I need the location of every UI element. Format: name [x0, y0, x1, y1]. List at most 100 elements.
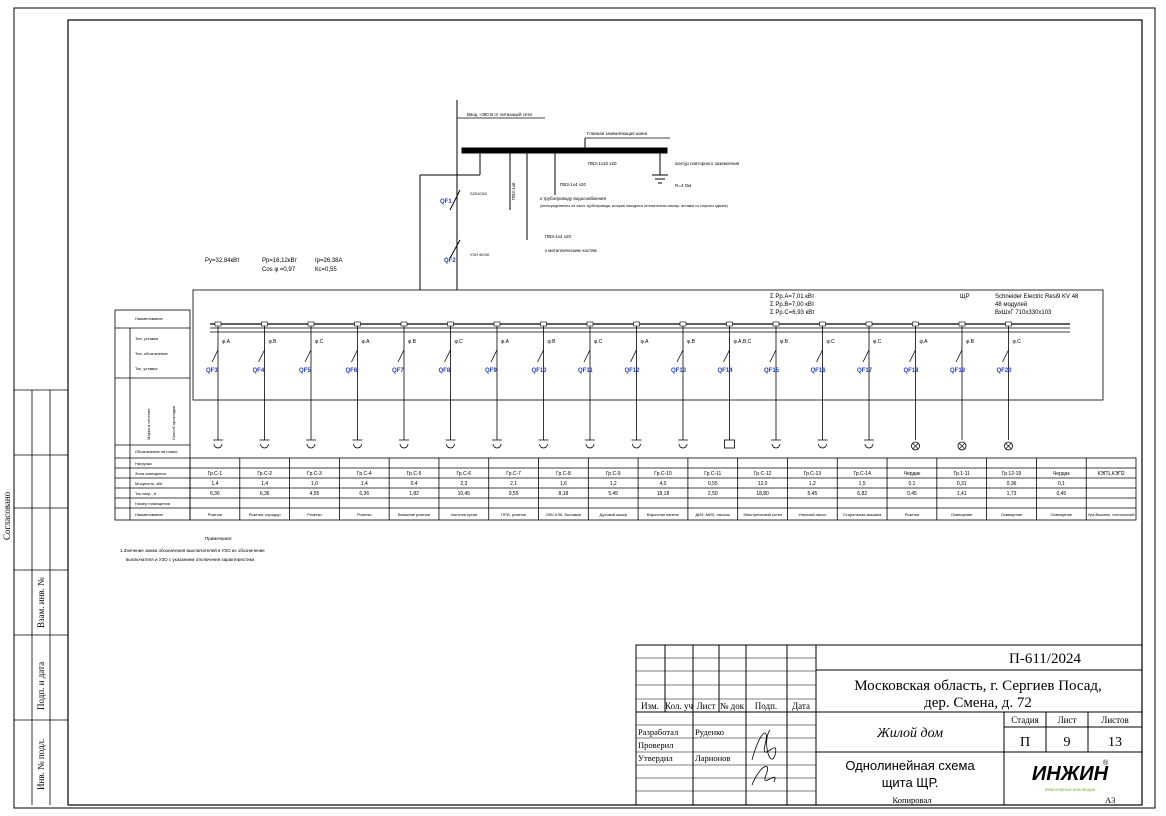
phase-label: φ.B	[966, 339, 975, 345]
table-cell: Гр.С-13	[804, 471, 822, 477]
phase-label: φ.B	[269, 339, 278, 345]
col-kol: Кол. уч	[665, 701, 693, 711]
table-cell: 0,36	[1007, 481, 1017, 487]
row-header-method: Способ прокладки	[171, 406, 176, 440]
table-cell: 1,2	[610, 481, 617, 487]
table-cell: 2,1	[510, 481, 517, 487]
breaker-symbol	[816, 349, 823, 363]
qf-label: QF9	[485, 368, 497, 374]
table-cell: 10,45	[458, 491, 471, 497]
sheets-value: 13	[1108, 735, 1122, 750]
socket-symbol	[585, 439, 595, 449]
table-cell: 6,36	[210, 491, 220, 497]
phase-label: φ.A	[501, 339, 510, 345]
table-cell: Освещение	[1051, 512, 1073, 517]
table-cell: Варочная панель	[647, 512, 679, 517]
table-cell: Розетки	[208, 512, 222, 517]
breaker-symbol	[909, 349, 916, 363]
breaker-symbol	[723, 349, 730, 363]
table-cell: 18,80	[756, 491, 769, 497]
breaker-symbol	[258, 349, 265, 363]
table-cell: 8,18	[559, 491, 569, 497]
table-cell: Уличный насос	[798, 512, 826, 517]
breaker-symbol	[955, 349, 963, 363]
table-cell: 1,4	[261, 481, 268, 487]
table-cell: Гр.С-9	[606, 471, 621, 477]
sheets-header: Листов	[1101, 715, 1128, 725]
name-developed: Руденко	[695, 727, 724, 737]
qf-label: QF18	[904, 368, 920, 374]
role-approved: Утвердил	[638, 753, 673, 763]
table-cell: Гр.С-5	[407, 471, 422, 477]
qf2-label: QF2	[444, 258, 456, 264]
breaker-symbol	[304, 349, 312, 363]
lamp-cross	[958, 442, 966, 450]
socket-symbol	[259, 439, 270, 449]
phase-label: φ.C	[594, 339, 603, 345]
bus-tap	[865, 321, 873, 327]
pe4a-label: ПВ3-1х4 х20	[560, 182, 586, 187]
bus-tap	[493, 321, 501, 327]
socket-symbol	[306, 439, 316, 449]
phase-label: φ.B	[548, 339, 557, 345]
qf-label: QF13	[671, 368, 687, 374]
phase-label: φ.B	[408, 339, 417, 345]
col-podp: Подп.	[755, 701, 777, 711]
table-cell: 1,5	[859, 481, 866, 487]
lamp-symbol	[957, 441, 967, 451]
input-section	[192, 100, 1104, 401]
table-cell: Гр.12-19	[1002, 471, 1022, 477]
col-list: Лист	[697, 701, 716, 711]
signature-2	[751, 765, 776, 786]
table-cell: Электрический котел	[743, 512, 783, 517]
cos-value: Cos φ =0,97	[262, 267, 296, 273]
table-cell: 1,82	[409, 491, 419, 497]
role-checked: Проверил	[638, 740, 674, 750]
label-room: Номер помещения	[135, 501, 170, 506]
socket-symbol	[771, 439, 781, 449]
socket-symbol	[213, 439, 223, 449]
table-cell: Чердак	[904, 471, 921, 477]
format-label: А3	[1105, 795, 1115, 805]
table-cell: Ура.Выключ. потолочный	[1088, 512, 1135, 517]
table-cell: Гр.С-3	[307, 471, 322, 477]
metal-parts-label: к металлическим частям	[545, 248, 597, 253]
phase-label: φ.A	[362, 339, 371, 345]
notes-text2: выключателя и УЗО с указанием отключения…	[126, 557, 255, 562]
doc-title-line1: Однолинейная схема	[845, 758, 975, 773]
qf-label: QF10	[532, 368, 548, 374]
table-cell: 1,4	[211, 481, 218, 487]
pe4b-label: ПВ3-1х4 х20	[545, 234, 571, 239]
breaker-symbol	[769, 349, 777, 363]
label-current: Ток нагр., А	[135, 491, 157, 496]
panel-pa: Σ Рр.А=7,01 кВт	[770, 294, 815, 300]
row-header-table	[114, 309, 191, 521]
name-approved: Ларионов	[695, 753, 730, 763]
breaker-symbol	[630, 349, 637, 363]
circuits: φ.AQF3φ.BQF4φ.CQF5φ.AQF6φ.BQF7φ.CQF8φ.AQ…	[206, 321, 1021, 451]
bus-tap	[1005, 321, 1012, 327]
socket-symbol	[631, 439, 642, 449]
breaker-symbol	[211, 349, 219, 363]
notes-text1: 1.Значение замка обозначения выключателе…	[120, 547, 265, 553]
lamp-symbol	[1004, 441, 1013, 451]
qf1-label: QF1	[440, 199, 452, 205]
table-cell: 4,0	[660, 481, 667, 487]
bus-tap	[679, 321, 687, 327]
qf-label: QF16	[811, 368, 827, 374]
table-cell: СВЧ,ХЛК, Бытовые	[546, 512, 583, 517]
qf2-spec: УЗО 40/30	[470, 252, 490, 257]
table-cell: 6,82	[857, 491, 867, 497]
group-table	[189, 457, 1137, 521]
table-cell: Гр.С-14	[853, 471, 871, 477]
table-cell: ПРИ, розетки	[501, 512, 526, 517]
notes-title: Примечания:	[205, 536, 232, 541]
table-cell: 1,6	[560, 481, 567, 487]
table-cell: КЭП1,КЭП2	[1098, 471, 1125, 477]
col-ndok: № док	[720, 701, 745, 711]
input-label: Ввод ~380 В от питающей сети	[467, 111, 532, 117]
ip-value: Iр=26,38А	[315, 258, 343, 264]
address-line1: Московская область, г. Сергиев Посад,	[854, 678, 1102, 694]
phase-label: φ.B	[780, 339, 789, 345]
main-bus-label: Главная заземляющая шина	[587, 131, 647, 136]
